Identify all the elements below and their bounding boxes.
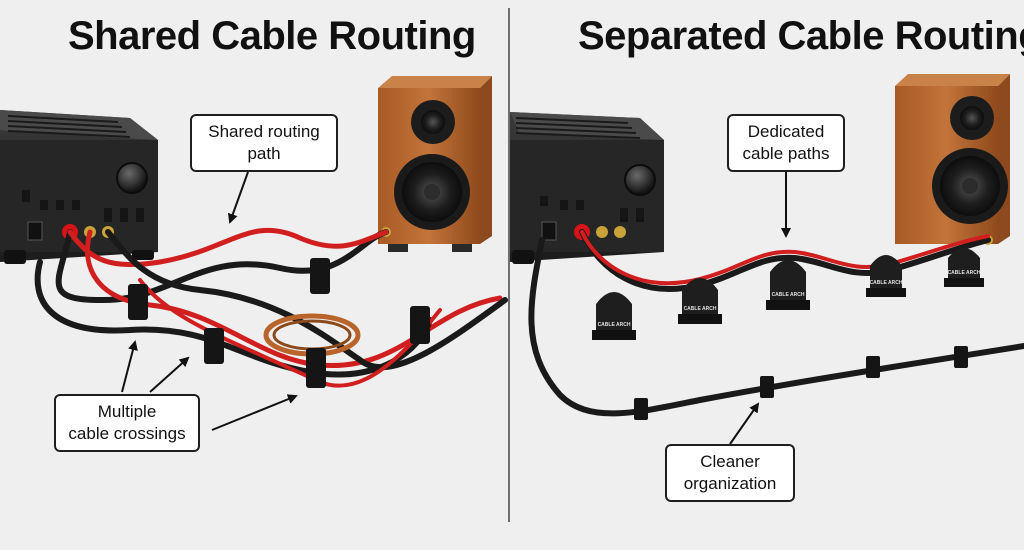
volume-knob-icon xyxy=(116,162,148,194)
speaker-left xyxy=(378,76,492,252)
volume-knob-icon-right xyxy=(624,164,656,196)
amplifier-left xyxy=(0,110,158,264)
callout-line: Multiple xyxy=(97,402,157,421)
cable-arches xyxy=(592,248,984,340)
callout-line: cable crossings xyxy=(68,424,186,443)
callout-multiple-crossings: Multiple cable crossings xyxy=(54,394,200,452)
arch-label: CABLE ARCH xyxy=(948,270,981,276)
callout-cleaner-organization: Cleaner organization xyxy=(665,444,795,502)
cable-clips-right xyxy=(634,346,968,420)
arch-label: CABLE ARCH xyxy=(684,306,717,312)
callout-shared-routing-path: Shared routing path xyxy=(190,114,338,172)
callout-line: Dedicated xyxy=(747,122,825,141)
left-panel-title: Shared Cable Routing xyxy=(68,14,476,58)
callout-dedicated-paths: Dedicated cable paths xyxy=(727,114,845,172)
cable-clips-left xyxy=(128,258,430,388)
right-panel-art: CABLE ARCH CABLE ARCH CABLE ARCH CABLE A… xyxy=(510,74,1024,445)
arch-label: CABLE ARCH xyxy=(598,322,631,328)
callout-line: cable paths xyxy=(742,144,830,163)
left-panel-art xyxy=(0,76,508,431)
amplifier-right xyxy=(510,112,664,264)
arch-label: CABLE ARCH xyxy=(772,292,805,298)
callout-line: organization xyxy=(683,474,777,493)
callout-line: Cleaner xyxy=(700,452,760,471)
right-panel-title: Separated Cable Routing xyxy=(578,14,1024,58)
callout-line: path xyxy=(247,144,281,163)
speaker-right xyxy=(895,74,1010,245)
arch-label: CABLE ARCH xyxy=(870,280,903,286)
tweeter-icon xyxy=(421,110,445,134)
callout-line: Shared routing xyxy=(208,122,320,141)
